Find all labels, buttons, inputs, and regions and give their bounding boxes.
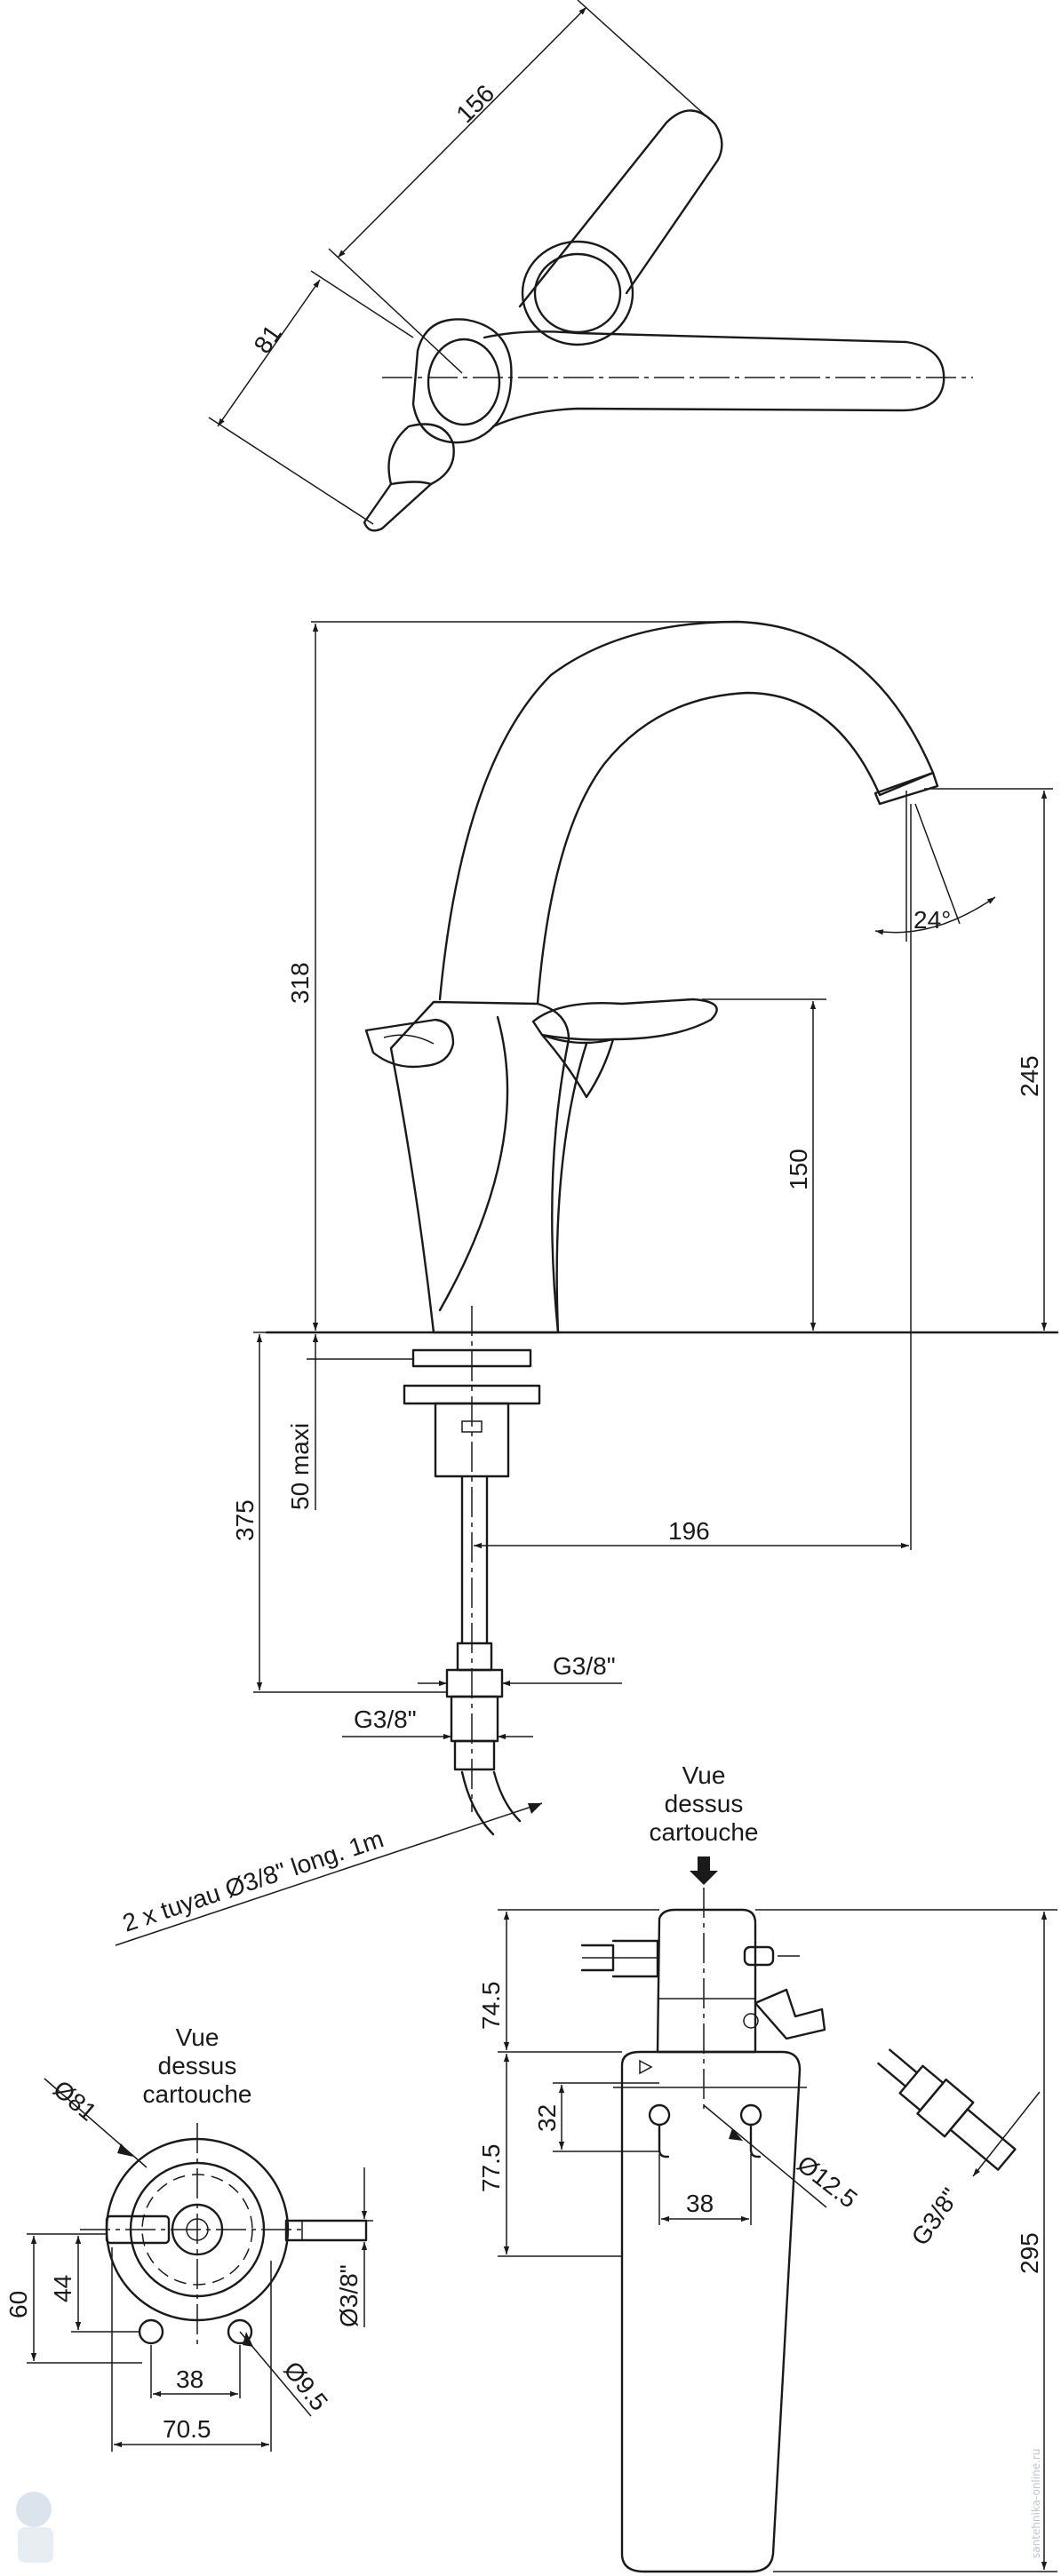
filter-tri-mark [639, 2059, 653, 2075]
ext-156-a [328, 248, 463, 374]
spout-hub [411, 318, 513, 444]
fitting-thread [453, 1739, 496, 1771]
dim-44: 44 [49, 2275, 76, 2302]
dim-24: 24° [913, 906, 951, 934]
head-port [743, 2013, 759, 2029]
head-fitting-right [754, 1988, 826, 2040]
side-view: 318 24° 245 150 50 maxi 375 196 G3/8" [115, 620, 1059, 1946]
hub-ring [427, 338, 501, 426]
cap-lever-edge [383, 1034, 435, 1045]
hose-note-leader [115, 1802, 543, 1946]
dim-375: 375 [231, 1499, 259, 1541]
handle-hub [521, 240, 634, 346]
hose-tail [460, 1770, 522, 1836]
fitting-ferrule [456, 1642, 493, 1672]
dim-line-156 [337, 6, 587, 258]
dim-150: 150 [785, 1149, 812, 1190]
dim-38-right: 38 [686, 2190, 714, 2217]
body-contour-2 [555, 1042, 588, 1334]
spout-tip [874, 771, 939, 806]
top-view: 156 81 [208, 0, 973, 532]
dim-81-left: Ø81 [48, 2075, 101, 2127]
outlet-pipe [284, 2219, 368, 2242]
dim-line-g38-right [972, 2091, 1041, 2177]
dim-60: 60 [4, 2291, 32, 2318]
ext-81-a [310, 270, 414, 338]
view-label-right-2: dessus [665, 1790, 744, 1817]
body-contour [438, 1015, 509, 1312]
dim-156: 156 [451, 79, 499, 128]
cap-lever [364, 1018, 455, 1069]
filter-head [656, 1908, 757, 2054]
dim-32: 32 [533, 2104, 561, 2132]
loose-fitting [877, 2048, 1017, 2171]
view-label-left-1: Vue [176, 2023, 219, 2051]
dim-318: 318 [286, 962, 314, 1004]
leader-81 [44, 2078, 148, 2168]
view-label-left-2: dessus [158, 2052, 237, 2079]
watermark-logo-icon [16, 2492, 52, 2527]
dim-70-5: 70.5 [163, 2415, 211, 2443]
left-top-view: Vue dessus cartouche Ø81 60 44 38 [4, 2023, 373, 2452]
watermark-figure-icon [18, 2527, 53, 2563]
watermark: santehnika-online.ru [16, 2449, 1042, 2563]
hole-left [138, 2318, 164, 2345]
handle-hub-inner [533, 252, 622, 334]
small-lever-edge [389, 481, 433, 486]
dim-245: 245 [1016, 1055, 1043, 1097]
cartridge-view: Vue dessus cartouche 74.5 77.5 [477, 1761, 1057, 2573]
dim-12-5: Ø12.5 [792, 2150, 862, 2213]
view-label-right-3: cartouche [650, 1818, 759, 1846]
dim-38-left: 38 [176, 2365, 203, 2393]
keyhole-left [648, 2103, 671, 2159]
fitting-body [450, 1695, 499, 1743]
spout-arm [483, 330, 945, 428]
head-fitting-left [580, 1939, 659, 1978]
hose-note: 2 x tuyau Ø3/8" long. 1m [119, 1825, 387, 1936]
faucet-body [389, 1000, 570, 1334]
view-label-right-1: Vue [682, 1761, 726, 1789]
dim-74-5: 74.5 [477, 1982, 505, 2031]
g38-top: G3/8" [553, 1652, 616, 1680]
dim-295: 295 [1016, 2232, 1043, 2274]
handle-bar [518, 109, 723, 308]
hole-right [227, 2318, 253, 2345]
head-nub [743, 1945, 775, 1967]
keyhole-right [739, 2103, 762, 2159]
filter-body [620, 2050, 802, 2573]
arrow-9-5 [243, 2332, 253, 2347]
g38-right: G3/8" [906, 2183, 965, 2251]
g38-bottom: G3/8" [354, 1705, 417, 1733]
main-lever-neck [540, 1033, 615, 1099]
dim-77-5: 77.5 [477, 2144, 505, 2193]
ext-156-b [577, 0, 716, 125]
dim-50maxi: 50 maxi [286, 1423, 314, 1510]
watermark-text: santehnika-online.ru [1030, 2449, 1042, 2558]
arrow-81 [117, 2143, 133, 2157]
ext-81-b [208, 417, 374, 525]
dim-196: 196 [668, 1517, 710, 1545]
dim-81: 81 [249, 320, 287, 358]
main-lever [531, 998, 718, 1041]
view-label-left-3: cartouche [143, 2080, 252, 2108]
spout-outer [438, 620, 935, 1006]
angle-arc [874, 896, 996, 935]
dim-line-81 [217, 279, 321, 427]
view-arrow-right [690, 1856, 718, 1885]
arrow-12-5 [729, 2128, 743, 2141]
hose-note-arrow [528, 1803, 542, 1814]
small-lever [363, 423, 455, 532]
fitting-nut [445, 1668, 504, 1698]
leader-12-5 [703, 2104, 827, 2208]
dim-9-5: Ø9.5 [278, 2357, 333, 2416]
dim-3-8-left: Ø3/8" [335, 2264, 363, 2327]
